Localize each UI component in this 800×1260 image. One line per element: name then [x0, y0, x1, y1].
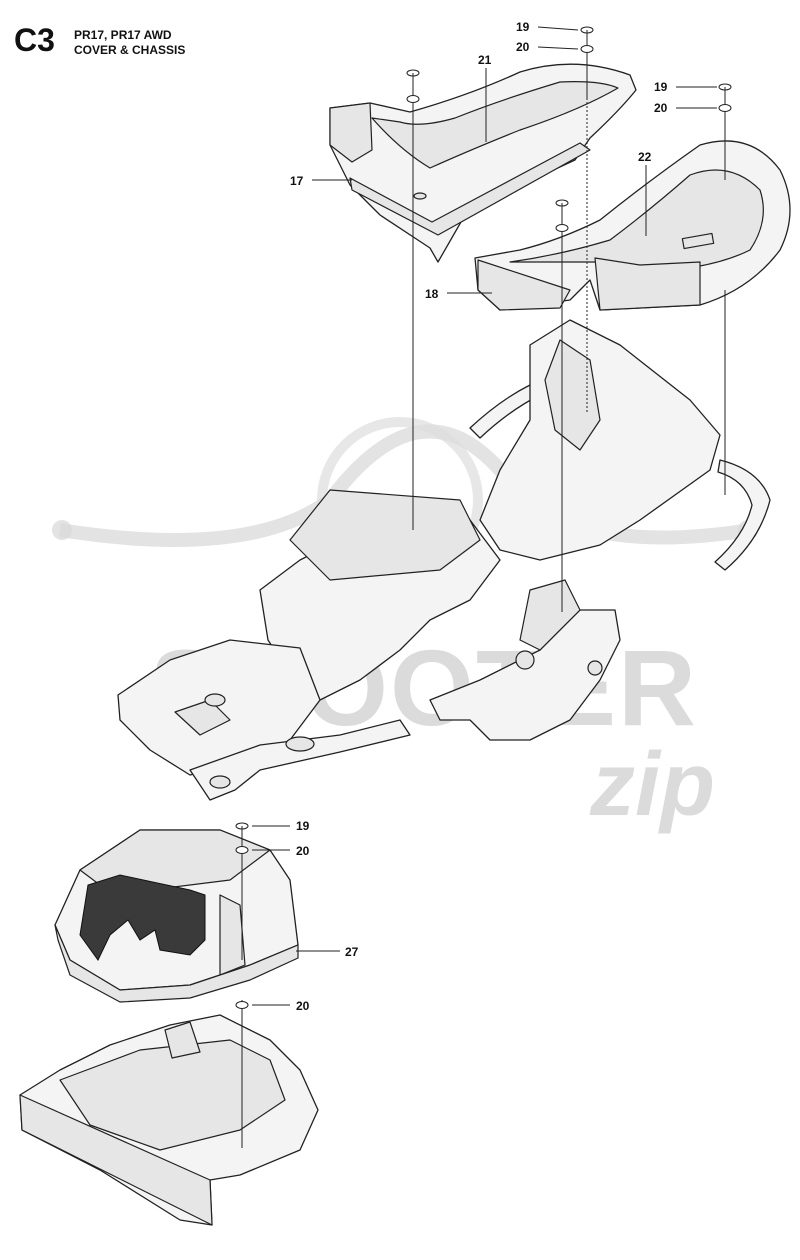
part-22-fender-right: [474, 140, 791, 311]
watermark-script: zip: [589, 735, 715, 835]
callout-27: 27: [345, 945, 359, 959]
washer-20-cover: [235, 846, 249, 854]
watermark-dot-left: [52, 520, 72, 540]
part-27-engine-cover: [54, 829, 299, 1003]
callout-19: 19: [296, 819, 310, 833]
washer-left-fender: [406, 95, 420, 103]
hood-base-tray: [19, 1014, 319, 1226]
washer-20-base: [235, 1001, 249, 1009]
washer-center-fender: [555, 224, 569, 232]
page-code: C3: [14, 22, 55, 58]
callout-19: 19: [516, 20, 530, 34]
washer-20-top: [580, 45, 594, 53]
callout-18: 18: [425, 287, 439, 301]
callout-19: 19: [654, 80, 668, 94]
callout-20: 20: [654, 101, 668, 115]
callout-20: 20: [516, 40, 530, 54]
fasteners: [235, 26, 732, 1009]
engine-cover-grille: [79, 874, 206, 961]
model-name: PR17, PR17 AWD: [74, 28, 172, 42]
screw-19-top: [580, 26, 594, 38]
callout-22: 22: [638, 150, 652, 164]
screw-left-fender: [406, 69, 420, 82]
screw-19-right: [718, 83, 732, 96]
callout-20: 20: [296, 844, 310, 858]
screw-19-cover: [235, 822, 249, 835]
callout-leaders: [252, 26, 717, 1006]
part-21-fender-left: [329, 63, 637, 263]
callout-labels: 19 20 21 19 20 17 22 18 19 20 27 20: [290, 20, 668, 1013]
callout-20: 20: [296, 999, 310, 1013]
callout-17: 17: [290, 174, 304, 188]
chassis-frame: [117, 319, 771, 801]
callout-21: 21: [478, 53, 492, 67]
screw-center-fender: [555, 199, 569, 212]
washer-20-right: [718, 104, 732, 112]
section-title: COVER & CHASSIS: [74, 43, 186, 57]
